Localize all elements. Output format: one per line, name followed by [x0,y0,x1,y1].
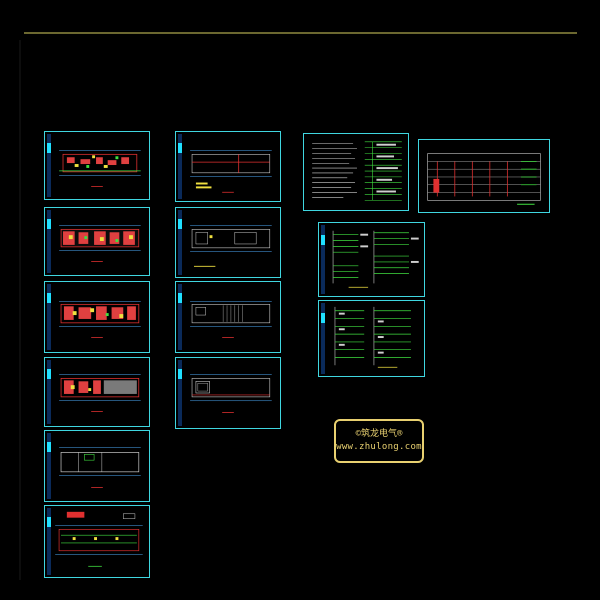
floor-plan-drawing [190,150,272,193]
floor-plan-drawing [190,301,272,338]
notes-text-block [312,141,402,201]
sheet-plan-5[interactable] [44,430,150,502]
sheet-panel-schedule-2[interactable] [318,300,425,377]
sheet-plan-6[interactable] [44,505,150,578]
panel-schedule-drawing [332,230,419,288]
sheet-plan-1[interactable] [44,131,150,200]
system-riser-diagram [427,153,541,205]
floor-plan-drawing [59,447,141,488]
floor-plan-drawing [59,150,141,187]
floor-plan-drawing [59,225,141,262]
floor-plan-drawing [59,374,141,412]
sheet-notes[interactable] [303,133,409,211]
badge-url-text: www.zhulong.com [336,442,422,452]
sheet-plan-7[interactable] [175,131,281,202]
floor-plan-drawing [190,374,272,413]
zhulong-watermark-badge[interactable]: ©筑龙电气® www.zhulong.com [334,419,424,463]
section-drawing [55,511,143,567]
sheet-plan-10[interactable] [175,357,281,429]
sheet-panel-schedule-1[interactable] [318,222,425,297]
sheet-plan-2[interactable] [44,207,150,276]
sheet-plan-3[interactable] [44,281,150,353]
sheet-plan-4[interactable] [44,357,150,427]
panel-schedule-drawing [334,306,411,368]
floor-plan-drawing [190,225,272,267]
sheet-system-diagram[interactable] [418,139,550,213]
badge-brand-text: ©筑龙电气® [355,429,403,439]
floor-plan-drawing [59,301,141,338]
sheet-plan-8[interactable] [175,207,281,278]
sheet-plan-9[interactable] [175,281,281,353]
